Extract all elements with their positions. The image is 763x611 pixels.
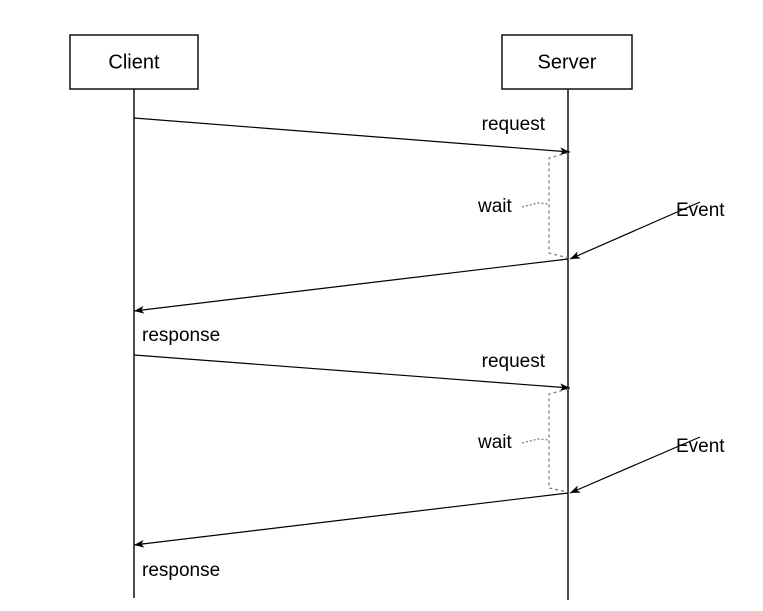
wait-1-bracket: [548, 152, 569, 259]
message-event-2: Event: [569, 436, 725, 494]
response-1-label: response: [142, 325, 220, 346]
client-box: [69, 34, 199, 90]
client-box-label: Client: [108, 51, 160, 73]
participant-client: Client: [69, 34, 199, 598]
request-2-arrow: [133, 354, 571, 392]
response-2-arrow: [133, 492, 569, 548]
wait-2-label: wait: [477, 432, 513, 453]
wait-1-label: wait: [477, 196, 513, 217]
request-2-label: request: [482, 351, 546, 372]
request-1-arrow: [133, 117, 571, 156]
server-box-label: Server: [538, 51, 597, 73]
wait-2-connector: [521, 438, 550, 444]
event-1-label: Event: [676, 200, 725, 221]
wait-1-connector: [521, 202, 550, 208]
event-2-arrow: [569, 436, 701, 494]
server-box: [501, 34, 633, 90]
response-1-arrow: [133, 258, 569, 314]
response-2-label: response: [142, 560, 220, 581]
message-event-1: Event: [569, 200, 725, 260]
participant-server: Server: [501, 34, 633, 600]
wait-block-2: wait: [477, 388, 569, 493]
message-response-2: response: [133, 492, 569, 581]
message-request-1: request: [133, 114, 571, 156]
event-2-label: Event: [676, 436, 725, 457]
message-response-1: response: [133, 258, 569, 346]
event-1-arrow: [569, 201, 701, 260]
wait-block-1: wait: [477, 152, 569, 259]
wait-2-bracket: [548, 388, 569, 493]
request-1-label: request: [482, 114, 546, 135]
message-request-2: request: [133, 351, 571, 392]
